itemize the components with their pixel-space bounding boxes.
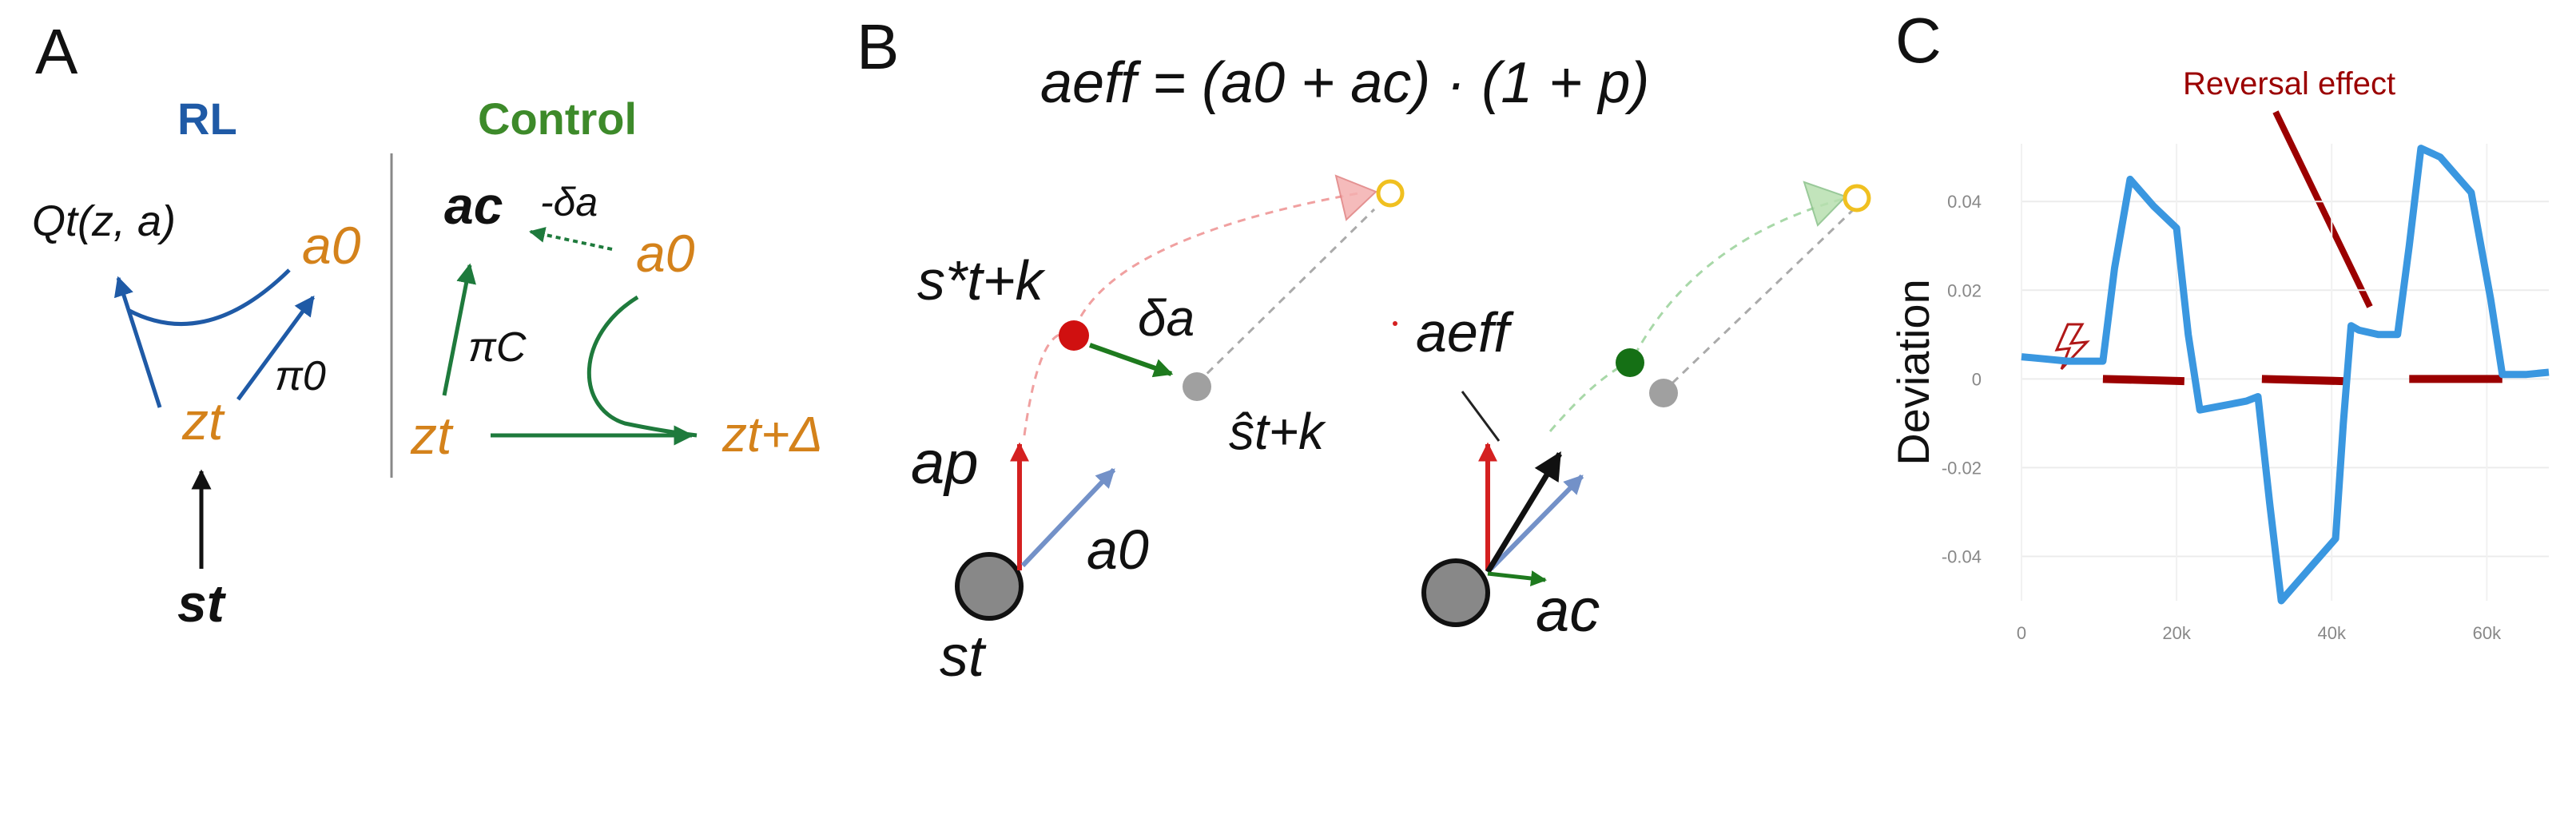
x-tick-label: 60k [2473, 623, 2502, 643]
arrow-zt-to-a0 [236, 295, 316, 401]
panel-a: A RL Control Qt(z, a) a0 π0 zt st ac -δa… [32, 16, 823, 633]
panel-letter-a: A [35, 16, 78, 87]
grid [2021, 144, 2549, 601]
z-t-label-right: zt [410, 406, 454, 465]
gray-dashed-trajectory-right [1660, 208, 1855, 395]
a-0-label-b: a0 [1087, 518, 1149, 581]
gray-dashed-trajectory [1195, 208, 1376, 385]
neg-delta-a-label: -δa [540, 180, 598, 224]
delta-a-label: δa [1138, 289, 1195, 347]
a0-label-left: a0 [302, 216, 361, 275]
s-t-label-b: st [940, 625, 987, 689]
a-eff-label: aeff [1416, 301, 1514, 363]
x-tick-label: 20k [2162, 623, 2191, 643]
y-ticks: -0.04 -0.02 0 0.02 0.04 [1942, 192, 1982, 566]
state-circle-left [955, 552, 1024, 621]
y-tick-label: -0.02 [1942, 458, 1982, 478]
a-c-label: ac [444, 176, 503, 235]
arrow-zt-to-ac [442, 263, 476, 396]
target-circle-left [1376, 179, 1405, 208]
q-function-label: Qt(z, a) [32, 197, 176, 245]
a-p-label: ap [911, 429, 979, 497]
a-0-arrow-left [1020, 467, 1116, 568]
gray-point-right [1649, 379, 1678, 407]
curve-a0-to-zt-delta [587, 295, 698, 438]
x-tick-label: 0 [2017, 623, 2026, 643]
z-t-label-left: zt [181, 391, 225, 451]
panel-letter-c: C [1895, 5, 1942, 76]
s-hat-point [1183, 372, 1211, 401]
s-star-point [1059, 320, 1089, 351]
lightning-icon [2054, 323, 2090, 371]
a-eff-leader-line [1461, 391, 1501, 442]
target-circle-right [1843, 184, 1871, 212]
a-eff-arrow [1485, 451, 1562, 574]
x-tick-label: 40k [2317, 623, 2346, 643]
reference-segments [2102, 375, 2502, 386]
panel-c: C Reversal effect -0.04 -0.02 0 0.02 0.04 0 2… [1888, 5, 2550, 643]
panel-b: B aeff = (a0 + ac) · (1 + p) s*t+k δa ŝt… [857, 11, 1871, 689]
red-dot [1393, 321, 1397, 326]
delta-a-arrow [1089, 343, 1174, 378]
a0-label-right: a0 [636, 224, 695, 283]
control-heading: Control [478, 93, 637, 144]
s-t-label-left: st [177, 574, 227, 633]
reference-segment [2261, 375, 2343, 386]
green-dashed-trajectory [1548, 197, 1847, 432]
annotation-pointer [2272, 110, 2373, 308]
z-t-delta-label: zt+Δ [722, 407, 823, 463]
curve-a0-to-q [126, 268, 291, 326]
red-dashed-trajectory [1023, 192, 1359, 436]
s-star-label: s*t+k [917, 249, 1046, 312]
y-tick-label: -0.04 [1942, 546, 1982, 566]
dotted-arrow-a0-to-ac [529, 227, 613, 251]
a-c-label-b: ac [1536, 577, 1600, 645]
reversal-effect-annotation: Reversal effect [2183, 66, 2395, 101]
equation: aeff = (a0 + ac) · (1 + p) [1040, 51, 1649, 115]
s-hat-label: ŝt+k [1229, 403, 1326, 460]
deviation-line [2021, 145, 2550, 605]
pi0-label: π0 [275, 353, 326, 399]
y-tick-label: 0.02 [1947, 280, 1982, 300]
green-triangle-marker [1803, 181, 1847, 227]
y-tick-label: 0.04 [1947, 192, 1982, 212]
arrow-zt-to-q [113, 276, 162, 408]
green-point [1616, 348, 1644, 377]
y-tick-label: 0 [1972, 369, 1982, 389]
deviation-chart: -0.04 -0.02 0 0.02 0.04 0 20k 40k 60k Deviation [1888, 144, 2550, 643]
rl-heading: RL [177, 93, 237, 144]
panel-letter-b: B [857, 11, 899, 82]
state-circle-right [1421, 558, 1490, 627]
series [2021, 145, 2550, 605]
red-triangle-marker [1334, 174, 1377, 221]
y-axis-label: Deviation [1888, 279, 1938, 465]
reference-segment [2102, 375, 2184, 386]
x-ticks: 0 20k 40k 60k [2017, 623, 2502, 643]
a-0-arrow-right [1489, 474, 1584, 571]
pi-c-label: πC [468, 324, 527, 371]
a-c-arrow [1487, 570, 1547, 586]
